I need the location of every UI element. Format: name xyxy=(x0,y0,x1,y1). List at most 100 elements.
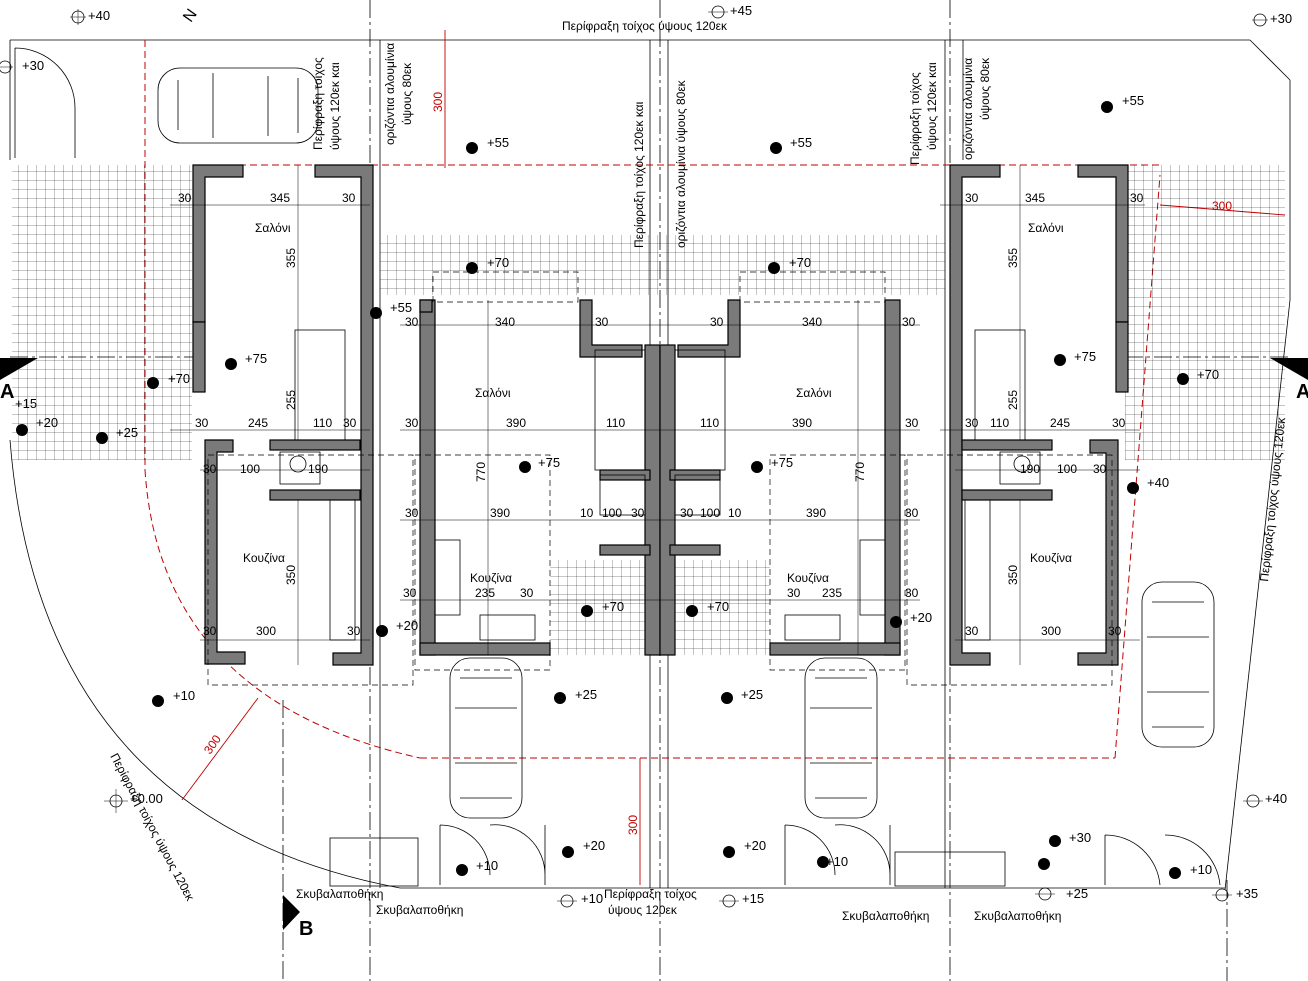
level-marker-icon xyxy=(581,605,593,617)
storage-label-4: Σκυβαλαποθήκη xyxy=(974,909,1061,923)
level-marker-icon xyxy=(1243,794,1263,808)
dimension-label: 10 xyxy=(580,506,594,520)
level-marker-icon xyxy=(723,846,735,858)
dimension-labels: 30 345 30 355 255 30 245 110 30 30 100 1… xyxy=(178,191,1144,638)
dimension-label: 190 xyxy=(1020,462,1040,476)
alu-note-left-a: οριζόντια αλουμίνια xyxy=(383,43,397,145)
level-label: +10 xyxy=(173,688,195,703)
dimension-label: 30 xyxy=(347,624,361,638)
dimension-label: 100 xyxy=(700,506,720,520)
room-kitchen-2: Κουζίνα xyxy=(470,571,512,585)
car-middle-left xyxy=(449,657,523,819)
bottom-fence-note-line2: ύψους 120εκ xyxy=(608,903,678,917)
dimension-label: 30 xyxy=(405,315,419,329)
level-label: +10 xyxy=(826,854,848,869)
dimension-label: 350 xyxy=(284,565,298,585)
section-a-left-label: A xyxy=(0,381,14,403)
dimension-label: 30 xyxy=(405,506,419,520)
level-label: +25 xyxy=(575,687,597,702)
dimension-label: 30 xyxy=(203,462,217,476)
dimension-label: 390 xyxy=(792,416,812,430)
level-label: +70 xyxy=(487,255,509,270)
room-living-4: Σαλόνι xyxy=(1028,221,1064,235)
room-kitchen-3: Κουζίνα xyxy=(787,571,829,585)
level-markers xyxy=(0,5,1268,908)
dimension-label: 30 xyxy=(520,586,534,600)
room-living-2: Σαλόνι xyxy=(475,386,511,400)
alu-note-left-b: ύψους 80εκ xyxy=(400,62,414,125)
setback-label: 300 xyxy=(626,815,640,835)
dimension-label: 235 xyxy=(822,586,842,600)
level-marker-icon xyxy=(370,307,382,319)
dimension-label: 30 xyxy=(905,506,919,520)
level-marker-icon xyxy=(1252,13,1268,27)
dimension-label: 340 xyxy=(495,315,515,329)
dimension-label: 255 xyxy=(284,390,298,410)
dimension-label: 350 xyxy=(1006,565,1020,585)
dimension-label: 30 xyxy=(342,191,356,205)
dimension-label: 100 xyxy=(240,462,260,476)
level-marker-icon xyxy=(1049,835,1061,847)
storage-boxes xyxy=(329,837,1006,887)
dimension-label: 30 xyxy=(1108,624,1122,638)
section-b-arrow-icon xyxy=(283,895,300,930)
fence-note-right-a: Περίφραξη τοίχος xyxy=(908,72,922,165)
setback-label: 300 xyxy=(431,92,445,112)
level-marker-icon xyxy=(751,461,763,473)
center-note-b: οριζόντια αλουμίνια ύψους 80εκ xyxy=(674,79,688,248)
section-a-left-arrow-icon xyxy=(0,358,38,380)
level-label: +20 xyxy=(910,610,932,625)
level-marker-icon xyxy=(104,789,128,813)
storage-labels: Σκυβαλαποθήκη Σκυβαλαποθήκη Σκυβαλαποθήκ… xyxy=(296,887,1061,923)
level-label: +70 xyxy=(1197,367,1219,382)
dimension-label: 345 xyxy=(1025,191,1045,205)
level-marker-icon xyxy=(1101,101,1113,113)
house-right xyxy=(949,164,1129,666)
level-marker-icon xyxy=(96,432,108,444)
level-marker-icon xyxy=(770,142,782,154)
house-middle-right xyxy=(659,299,901,656)
level-label: +55 xyxy=(487,135,509,150)
fence-note-left-a: Περίφραξη τοίχος xyxy=(311,57,325,150)
bottom-fence-note-line1: Περίφραξη τοίχος xyxy=(604,887,697,901)
car-top-left xyxy=(157,67,319,144)
level-label: +0.00 xyxy=(130,791,163,806)
section-a-right-label: A xyxy=(1296,381,1308,403)
center-note-a: Περίφραξη τοίχος 120εκ και xyxy=(632,101,646,248)
dimension-label: 345 xyxy=(270,191,290,205)
level-marker-icon xyxy=(557,894,577,908)
dimension-label: 245 xyxy=(1050,416,1070,430)
dimension-label: 770 xyxy=(853,462,867,482)
level-label: +40 xyxy=(88,8,110,23)
left-fence-note: Περίφραξη τοίχος ύψους 120εκ xyxy=(107,751,197,904)
level-marker-icon xyxy=(1127,482,1139,494)
dimension-label: 245 xyxy=(248,416,268,430)
dimension-label: 10 xyxy=(728,506,742,520)
level-label: +30 xyxy=(22,58,44,73)
level-marker-icon xyxy=(152,695,164,707)
dimension-lines xyxy=(170,165,1145,665)
level-marker-icon xyxy=(466,262,478,274)
plot-boundary xyxy=(9,39,1291,891)
level-marker-icon xyxy=(1177,373,1189,385)
dimension-label: 30 xyxy=(710,315,724,329)
section-b-label: B xyxy=(299,918,313,940)
setback-labels: 300 300 300 300 xyxy=(201,92,1232,835)
dimension-label: 340 xyxy=(802,315,822,329)
dimension-label: 110 xyxy=(990,416,1009,430)
dimension-label: 30 xyxy=(965,416,979,430)
dimension-label: 355 xyxy=(1006,248,1020,268)
dimension-label: 110 xyxy=(313,416,332,430)
level-labels: +40 +30 +30 +45 +55 +55 +55 +70 +70 +55 … xyxy=(15,3,1292,906)
level-label: +75 xyxy=(771,455,793,470)
house-left xyxy=(192,164,374,666)
level-label: +55 xyxy=(790,135,812,150)
dimension-label: 110 xyxy=(606,416,625,430)
level-label: +20 xyxy=(36,415,58,430)
north-marker: N xyxy=(180,6,201,25)
dimension-label: 30 xyxy=(680,506,694,520)
dimension-label: 30 xyxy=(1093,462,1107,476)
level-marker-icon xyxy=(456,864,468,876)
